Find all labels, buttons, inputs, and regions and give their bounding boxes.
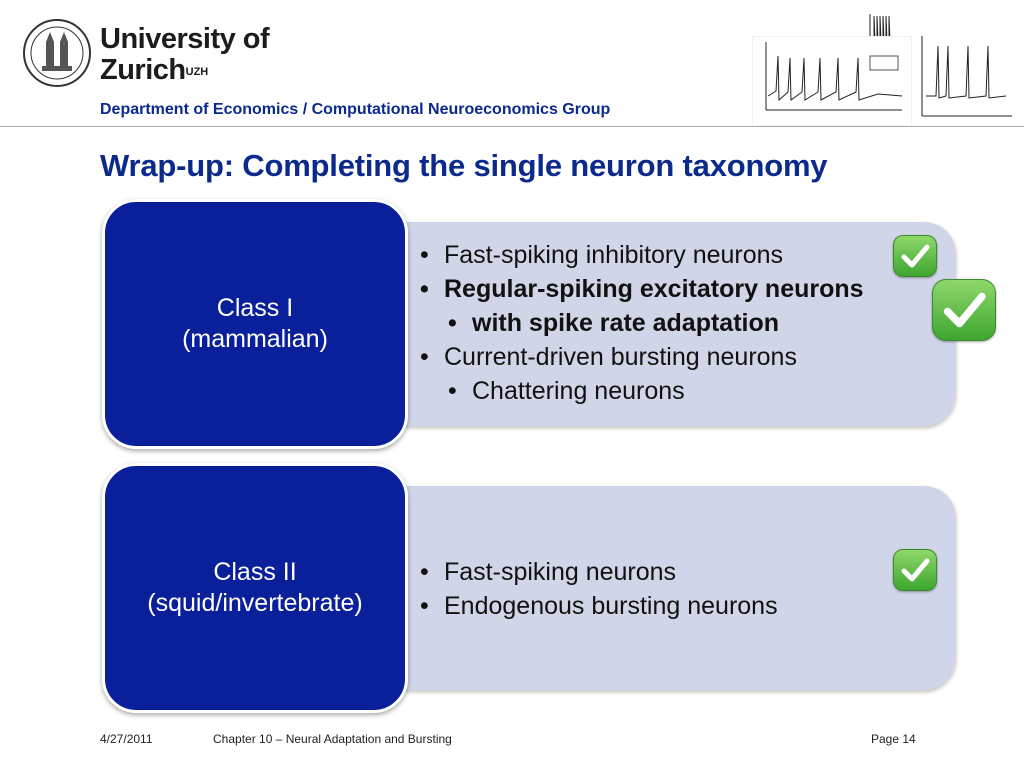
- university-name: University of ZurichUZH: [100, 23, 270, 86]
- bullet: •: [420, 343, 429, 371]
- class-2-name: Class II: [213, 558, 297, 586]
- footer-page-number: Page 14: [871, 732, 916, 746]
- list-item: • Chattering neurons: [420, 374, 864, 408]
- university-seal-icon: [22, 18, 92, 88]
- list-item: • with spike rate adaptation: [420, 306, 864, 340]
- class-1-content-panel: [340, 222, 956, 426]
- list-item: • Current-driven bursting neurons: [420, 340, 864, 374]
- list-item-text: Fast-spiking inhibitory neurons: [444, 241, 784, 269]
- bullet: •: [448, 309, 457, 337]
- class-1-neuron-list: • Fast-spiking inhibitory neurons • Regula…: [420, 238, 864, 408]
- list-item: • Fast-spiking neurons: [420, 555, 778, 589]
- class-2-subtitle: (squid/invertebrate): [147, 589, 363, 617]
- list-item-text: Current-driven bursting neurons: [444, 343, 797, 371]
- class-2-label-panel: Class II (squid/invertebrate): [102, 463, 408, 713]
- green-checkmark-icon: [932, 279, 996, 341]
- university-line2: Zurich: [100, 54, 186, 86]
- class-2-neuron-list: • Fast-spiking neurons • Endogenous bursti…: [420, 555, 778, 623]
- list-item: • Regular-spiking excitatory neurons: [420, 272, 864, 306]
- list-item-text: Regular-spiking excitatory neurons: [444, 275, 864, 303]
- bullet: •: [448, 377, 457, 405]
- spike-train-plot-icon: [751, 35, 913, 127]
- slide-title: Wrap-up: Completing the single neuron ta…: [100, 148, 828, 183]
- class-1-subtitle: (mammalian): [182, 325, 328, 353]
- green-checkmark-icon: [893, 235, 937, 277]
- list-item-text: Endogenous bursting neurons: [444, 592, 778, 620]
- footer-chapter: Chapter 10 – Neural Adaptation and Burst…: [213, 732, 452, 746]
- footer-date: 4/27/2011: [100, 732, 153, 746]
- department-name: Department of Economics / Computational …: [100, 101, 611, 118]
- bullet: •: [420, 275, 429, 303]
- bullet: •: [420, 558, 429, 586]
- class-1-label-panel: Class I (mammalian): [102, 199, 408, 449]
- class-2-content-panel: [340, 486, 956, 690]
- green-checkmark-icon: [893, 549, 937, 591]
- list-item-text: Fast-spiking neurons: [444, 558, 677, 586]
- class-1-name: Class I: [216, 294, 294, 322]
- list-item: • Endogenous bursting neurons: [420, 589, 778, 623]
- list-item: • Fast-spiking inhibitory neurons: [420, 238, 864, 272]
- list-item-text: Chattering neurons: [472, 377, 685, 405]
- header-divider: [0, 126, 1024, 127]
- list-item-text: with spike rate adaptation: [472, 309, 780, 337]
- university-sup: UZH: [185, 66, 209, 78]
- bullet: •: [420, 592, 429, 620]
- university-line1: University of: [100, 23, 270, 55]
- bullet: •: [420, 241, 429, 269]
